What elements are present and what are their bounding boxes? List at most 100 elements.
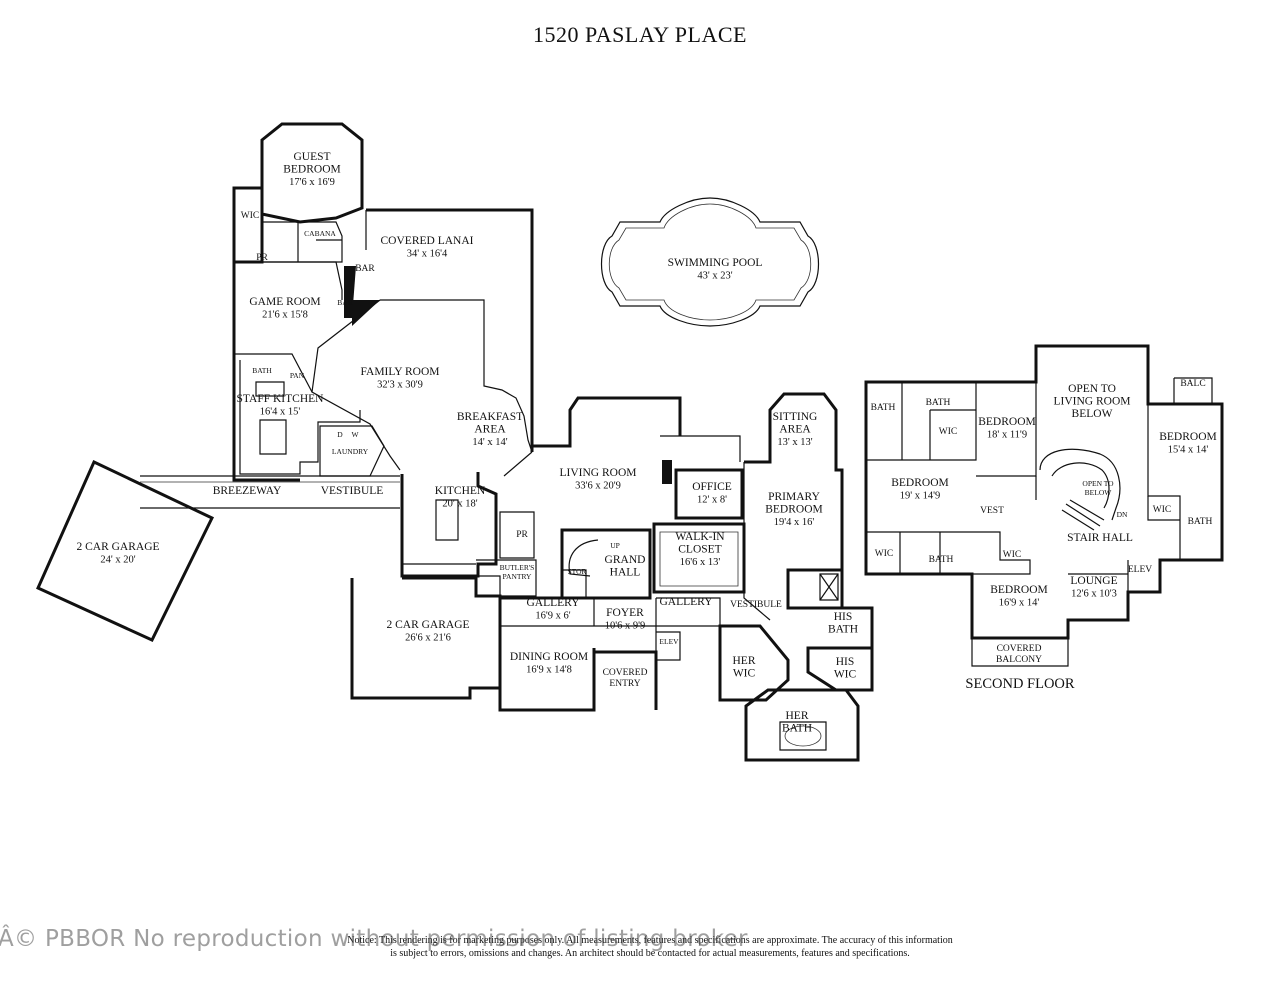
svg-text:OPEN TO: OPEN TO <box>1082 479 1114 488</box>
room-label-vestibule1: VESTIBULE <box>321 485 384 497</box>
svg-text:16'9 x 14': 16'9 x 14' <box>999 598 1040 609</box>
svg-text:18' x 11'9: 18' x 11'9 <box>987 430 1027 441</box>
room-label-bath2a: BATH <box>871 403 896 413</box>
room-label-pan: PAN <box>290 371 305 380</box>
svg-text:BEDROOM: BEDROOM <box>891 477 949 489</box>
svg-text:W: W <box>351 430 359 439</box>
svg-text:VESTIBULE: VESTIBULE <box>730 600 782 610</box>
svg-text:34' x 16'4: 34' x 16'4 <box>407 249 448 260</box>
svg-text:12' x 8': 12' x 8' <box>697 495 727 506</box>
svg-text:CABANA: CABANA <box>304 229 336 238</box>
svg-text:DINING ROOM: DINING ROOM <box>510 651 588 663</box>
svg-text:16'9 x 6': 16'9 x 6' <box>535 611 570 622</box>
room-label-cabana: CABANA <box>304 229 336 238</box>
room-label-bedroom2d: BEDROOM 16'9 x 14' <box>990 584 1048 609</box>
disclaimer-notice: Notice: This rendering is for marketing … <box>270 934 1030 960</box>
room-label-bedroom2c: BEDROOM 19' x 14'9 <box>891 477 949 502</box>
svg-text:BEDROOM: BEDROOM <box>990 584 1048 596</box>
svg-text:BAR: BAR <box>337 298 352 307</box>
svg-text:GALLERY: GALLERY <box>526 597 580 609</box>
svg-text:SITTING: SITTING <box>773 411 818 423</box>
room-label-bar1: BAR <box>355 264 375 274</box>
swimming-pool-shape <box>601 197 819 327</box>
svg-text:BEDROOM: BEDROOM <box>978 416 1036 428</box>
svg-text:WIC: WIC <box>875 549 893 559</box>
svg-text:PR: PR <box>516 530 528 540</box>
svg-text:BATH: BATH <box>871 403 896 413</box>
svg-text:HER: HER <box>786 710 809 722</box>
svg-text:PANTRY: PANTRY <box>503 572 532 581</box>
room-label-dn: DN <box>1117 510 1128 519</box>
svg-text:ELEV: ELEV <box>659 637 679 646</box>
svg-text:BATH: BATH <box>929 555 954 565</box>
room-label-gallery1: GALLERY 16'9 x 6' <box>526 597 580 622</box>
svg-text:BREAKFAST: BREAKFAST <box>457 411 523 423</box>
svg-text:2 CAR GARAGE: 2 CAR GARAGE <box>386 619 469 631</box>
svg-text:WALK-IN: WALK-IN <box>675 531 725 543</box>
svg-text:GRAND: GRAND <box>605 554 646 566</box>
room-label-laundry: LAUNDRY <box>332 447 369 456</box>
svg-text:HIS: HIS <box>834 611 853 623</box>
svg-text:BATH: BATH <box>828 624 858 636</box>
room-label-w: W <box>351 430 359 439</box>
room-label-bath-staff: BATH <box>252 366 272 375</box>
room-label-elev1: ELEV <box>659 637 679 646</box>
svg-text:FAMILY ROOM: FAMILY ROOM <box>360 366 439 378</box>
room-label-wic2d: WIC <box>1003 550 1021 560</box>
room-label-wic2c: WIC <box>875 549 893 559</box>
svg-text:19'4 x 16': 19'4 x 16' <box>774 517 815 528</box>
room-label-vestibule2: VESTIBULE <box>730 600 782 610</box>
svg-text:AREA: AREA <box>474 424 506 436</box>
room-label-d: D <box>337 430 343 439</box>
svg-text:19' x 14'9: 19' x 14'9 <box>900 491 941 502</box>
svg-text:STOR: STOR <box>567 567 586 576</box>
svg-text:24' x 20': 24' x 20' <box>100 555 135 566</box>
room-label-balc: BALC <box>1180 379 1205 389</box>
svg-text:10'6 x 9'9: 10'6 x 9'9 <box>605 621 646 632</box>
svg-text:UP: UP <box>610 541 620 550</box>
svg-text:20' x 18': 20' x 18' <box>442 499 477 510</box>
room-label-pr-kitchen: PR <box>516 530 528 540</box>
svg-text:LOUNGE: LOUNGE <box>1070 575 1117 587</box>
svg-text:BUTLER'S: BUTLER'S <box>500 563 535 572</box>
svg-text:BALC: BALC <box>1180 379 1205 389</box>
svg-text:BREEZEWAY: BREEZEWAY <box>213 485 282 497</box>
svg-text:BELOW: BELOW <box>1085 488 1113 497</box>
second-floor-label: SECOND FLOOR <box>965 676 1075 692</box>
room-label-elev2: ELEV <box>1128 565 1152 575</box>
svg-text:16'6 x 13': 16'6 x 13' <box>680 557 721 568</box>
svg-text:43' x 23': 43' x 23' <box>697 271 732 282</box>
svg-text:HALL: HALL <box>610 567 641 579</box>
svg-text:26'6 x 21'6: 26'6 x 21'6 <box>405 633 451 644</box>
svg-text:PAN: PAN <box>290 371 305 380</box>
svg-text:PRIMARY: PRIMARY <box>768 491 820 503</box>
svg-text:OPEN TO: OPEN TO <box>1068 383 1116 395</box>
first-floor-walls <box>36 122 874 762</box>
svg-text:13' x 13': 13' x 13' <box>777 437 812 448</box>
notice-line-2: is subject to errors, omissions and chan… <box>390 948 910 959</box>
svg-text:15'4 x 14': 15'4 x 14' <box>1168 445 1209 456</box>
svg-text:BEDROOM: BEDROOM <box>765 504 823 516</box>
svg-text:VESTIBULE: VESTIBULE <box>321 485 384 497</box>
svg-text:COVERED: COVERED <box>603 668 648 678</box>
